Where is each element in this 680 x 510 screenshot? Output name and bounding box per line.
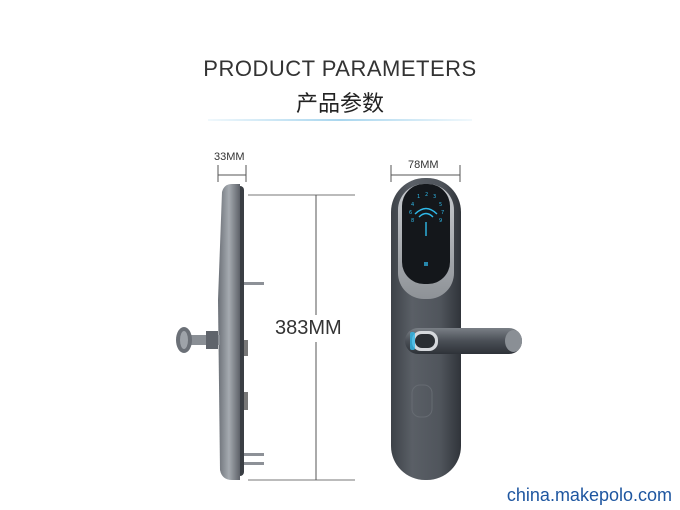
svg-text:4: 4 — [411, 202, 414, 208]
width-dimension — [390, 165, 461, 182]
title-divider — [208, 119, 472, 121]
watermark-text: china.makepolo.com — [506, 485, 672, 505]
svg-text:9: 9 — [439, 218, 442, 224]
svg-text:3: 3 — [433, 194, 436, 200]
title-english: PRODUCT PARAMETERS — [203, 56, 477, 81]
lock-side-view — [176, 184, 264, 480]
thickness-label: 33MM — [214, 151, 245, 163]
title-chinese: 产品参数 — [295, 92, 384, 117]
svg-text:6: 6 — [409, 210, 412, 216]
svg-text:5: 5 — [439, 202, 442, 208]
svg-text:7: 7 — [441, 210, 444, 216]
svg-text:1: 1 — [417, 194, 420, 200]
thickness-dimension — [217, 165, 247, 182]
width-label: 78MM — [408, 159, 439, 171]
touch-icon — [414, 207, 438, 236]
height-label: 383MM — [275, 315, 342, 342]
svg-text:2: 2 — [425, 192, 428, 198]
svg-text:8: 8 — [411, 218, 414, 224]
